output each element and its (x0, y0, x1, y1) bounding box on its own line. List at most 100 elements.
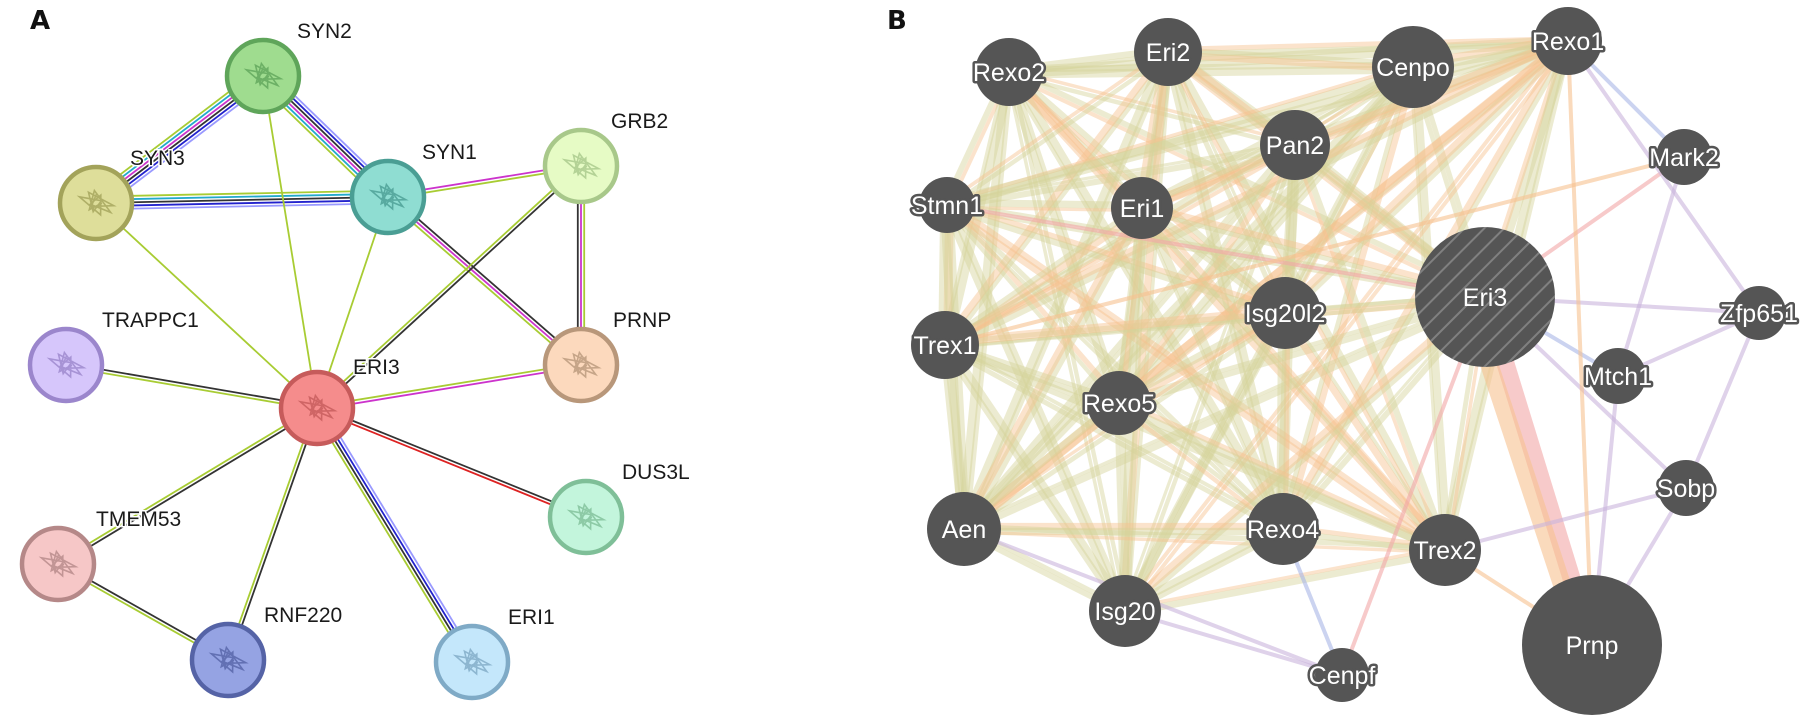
node-isg20[interactable]: Isg20 (1089, 575, 1161, 647)
edge-eri3-tmem53[interactable] (56, 405, 319, 567)
protein-node-circle[interactable] (224, 37, 302, 115)
gene-node-circle[interactable] (1534, 7, 1602, 75)
edge-stmn1-eri3 (946, 205, 1485, 302)
edge-eri3-dus3l[interactable] (316, 405, 587, 520)
node-eri3[interactable]: ERI3 (278, 355, 401, 447)
edge-prnp-eri3[interactable] (316, 362, 582, 411)
node-eri1[interactable]: Eri1 (1111, 177, 1173, 239)
gene-node-circle[interactable] (1087, 371, 1151, 435)
gene-node-circle[interactable] (1732, 286, 1786, 340)
gene-node-circle[interactable] (1656, 129, 1712, 185)
gene-node-circle[interactable] (1315, 648, 1369, 702)
edge-stmn1-isg20l2 (946, 199, 1287, 314)
node-mark2[interactable]: Mark2 (1647, 129, 1721, 185)
edge-rexo2-trex2 (1008, 68, 1449, 551)
node-stmn1[interactable]: Stmn1 (908, 177, 986, 233)
protein-node-circle[interactable] (547, 478, 625, 556)
gene-node-circle[interactable] (1247, 493, 1319, 565)
protein-node-circle[interactable] (278, 369, 356, 447)
node-isg20l2[interactable]: Isg20l2 (1242, 277, 1328, 349)
node-cenpf[interactable]: Cenpf (1306, 648, 1378, 702)
edge-stmn1-eri3 (947, 200, 1486, 297)
node-rnf220[interactable]: RNF220 (189, 603, 344, 699)
protein-node-circle[interactable] (57, 164, 135, 242)
protein-node-circle[interactable] (542, 326, 620, 404)
node-eri1[interactable]: ERI1 (433, 605, 556, 701)
protein-node-circle[interactable] (542, 127, 620, 205)
edge-rexo2-rexo4 (1007, 68, 1289, 530)
edge-evidence-line (317, 365, 582, 411)
edge-syn1-prnp[interactable] (385, 193, 584, 369)
node-trappc1[interactable]: TRAPPC1 (27, 308, 200, 404)
edge-grb2-eri3[interactable] (315, 164, 583, 410)
node-syn1[interactable]: SYN1 (349, 140, 478, 236)
edge-rexo1-trex1 (944, 39, 1572, 352)
node-eri3[interactable]: Eri3 (1415, 227, 1555, 367)
node-trex2[interactable]: Trex2 (1409, 514, 1481, 586)
node-eri2[interactable]: Eri2 (1134, 18, 1202, 86)
protein-structure-icon (368, 182, 409, 211)
gene-node-circle[interactable] (1372, 26, 1454, 108)
edge-stmn1-isg20 (946, 202, 1131, 612)
edge-cenpo-rexo5 (1114, 62, 1414, 404)
gene-node-circle[interactable] (1522, 575, 1662, 715)
edge-pan2-trex2 (1290, 145, 1445, 552)
node-rexo2[interactable]: Rexo2 (970, 38, 1048, 106)
node-aen[interactable]: Aen (927, 492, 1001, 566)
gene-node-circle[interactable] (1089, 575, 1161, 647)
edge-eri3-eri1[interactable] (312, 405, 477, 665)
gene-node-circle[interactable] (1134, 18, 1202, 86)
node-rexo5[interactable]: Rexo5 (1080, 371, 1158, 435)
protein-node-circle[interactable] (19, 525, 97, 603)
gene-node-circle[interactable] (1111, 177, 1173, 239)
edge-rexo2-eri3 (1008, 67, 1488, 298)
protein-node-circle[interactable] (349, 158, 427, 236)
edge-eri2-isg20 (1118, 51, 1170, 612)
edge-rexo2-cenpo (1008, 65, 1414, 79)
edge-eri3-rnf220[interactable] (225, 407, 320, 661)
edge-rexo2-rexo5 (1009, 70, 1124, 403)
protein-structure-icon (297, 393, 338, 422)
gene-node-circle[interactable] (919, 177, 975, 233)
gene-node-circle[interactable] (927, 492, 1001, 566)
node-mtch1[interactable]: Mtch1 (1581, 348, 1655, 404)
node-rexo1[interactable]: Rexo1 (1529, 7, 1607, 75)
node-zfp651[interactable]: Zfp651 (1718, 286, 1800, 340)
protein-structure-icon (38, 549, 79, 578)
node-dus3l[interactable]: DUS3L (547, 460, 691, 556)
node-prnp[interactable]: PRNP (542, 308, 673, 404)
edge-syn3-syn1[interactable] (95, 189, 389, 211)
edge-syn2-eri3[interactable] (262, 75, 318, 409)
node-trex1[interactable]: Trex1 (911, 311, 979, 379)
protein-node-circle[interactable] (189, 621, 267, 699)
gene-node-circle[interactable] (975, 38, 1043, 106)
gene-node-circle[interactable] (1658, 460, 1714, 516)
gene-node-circle[interactable] (911, 311, 979, 379)
edge-isg20l2-trex1 (945, 313, 1286, 349)
edge-trappc1-eri3[interactable] (65, 362, 318, 411)
node-rexo4[interactable]: Rexo4 (1244, 493, 1322, 565)
protein-node-circle[interactable] (433, 623, 511, 701)
node-grb2[interactable]: GRB2 (542, 109, 670, 205)
edge-rexo1-eri1 (1141, 40, 1571, 214)
query-gene-node-circle[interactable] (1415, 227, 1555, 367)
edge-syn3-eri3[interactable] (95, 202, 318, 409)
gene-node-circle[interactable] (1409, 514, 1481, 586)
gene-node-circle[interactable] (1260, 110, 1330, 180)
edge-eri3-trex1 (944, 292, 1485, 345)
node-prnp[interactable]: Prnp (1522, 575, 1662, 715)
node-syn3[interactable]: SYN3 (57, 146, 186, 242)
node-pan2[interactable]: Pan2 (1260, 110, 1330, 180)
edge-stmn1-eri3 (946, 203, 1486, 299)
node-label: SYN2 (297, 20, 352, 43)
protein-node-circle[interactable] (27, 326, 105, 404)
node-label: Trex2 (1414, 537, 1477, 565)
node-sobp[interactable]: Sobp (1654, 460, 1718, 516)
node-cenpo[interactable]: Cenpo (1372, 26, 1454, 108)
node-syn2[interactable]: SYN2 (224, 19, 353, 115)
node-tmem53[interactable]: TMEM53 (19, 507, 183, 603)
edge-rexo1-stmn1 (946, 40, 1570, 211)
edge-evidence-line (65, 365, 317, 411)
gene-node-circle[interactable] (1590, 348, 1646, 404)
gene-node-circle[interactable] (1249, 277, 1321, 349)
